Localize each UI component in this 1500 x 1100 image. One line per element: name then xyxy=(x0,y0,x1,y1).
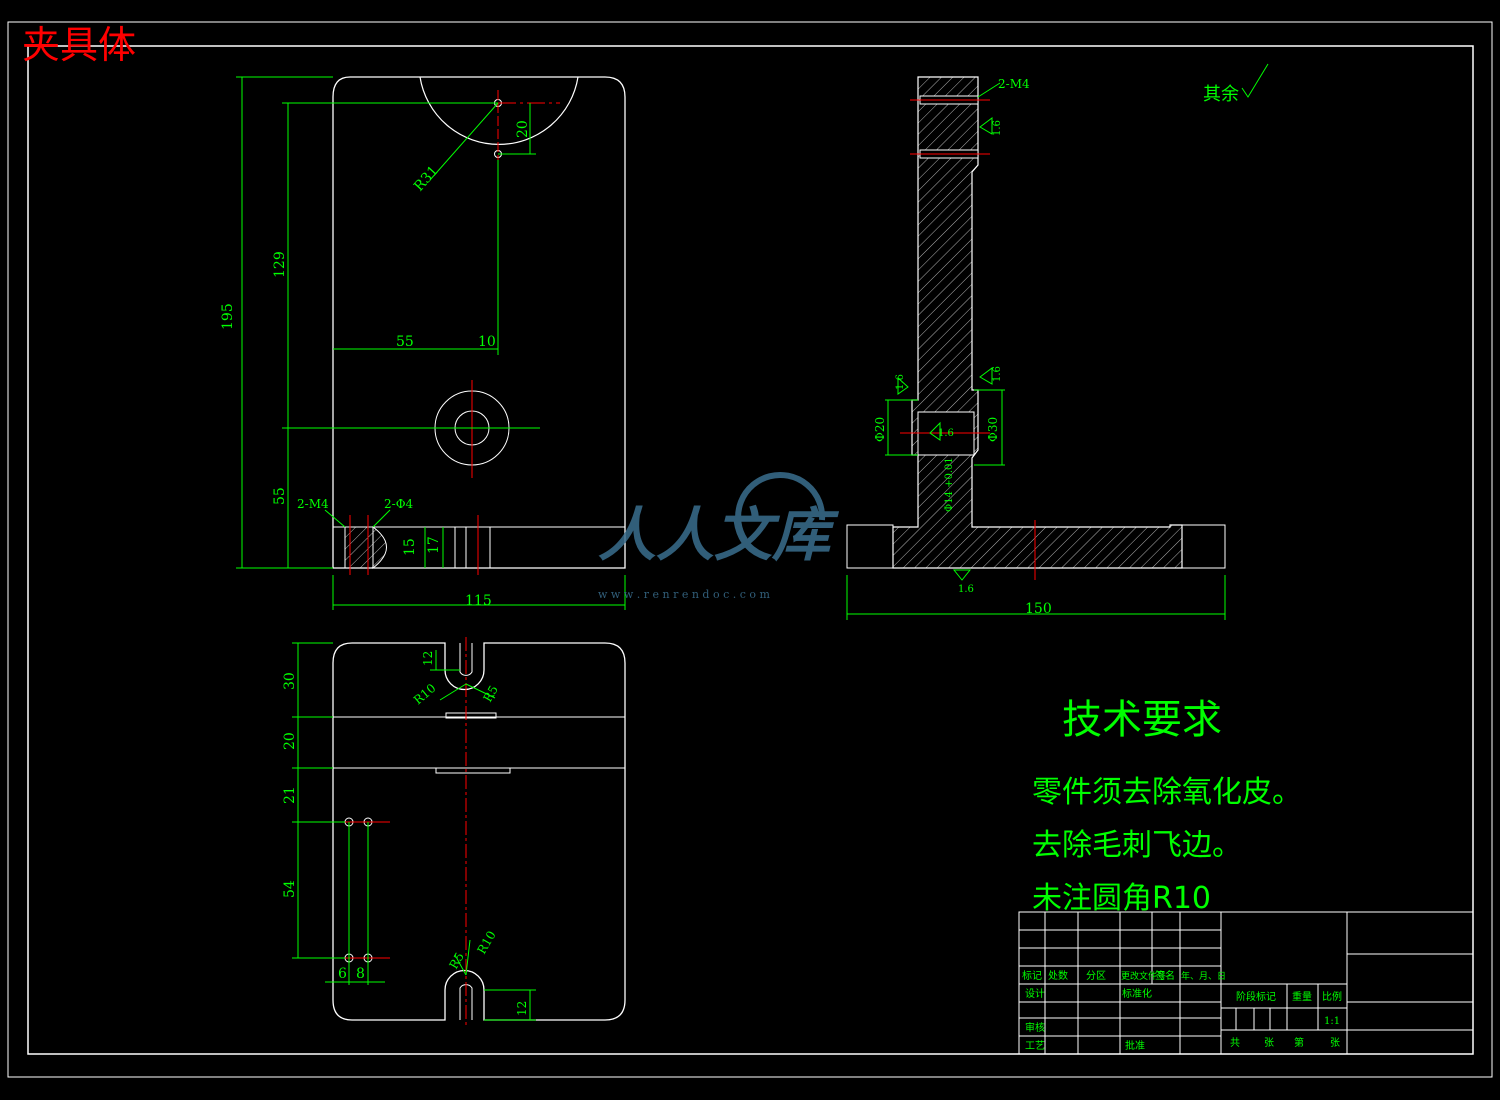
dim-150: 150 xyxy=(1025,601,1052,617)
dim-r10-bottom: R10 xyxy=(474,928,498,956)
front-outline xyxy=(332,76,626,569)
side-base-left xyxy=(846,524,894,569)
ra-3: 1.6 xyxy=(895,374,906,390)
dim-195: 195 xyxy=(220,303,236,330)
tech-requirements: 技术要求 零件须去除氧化皮。 去除毛刺飞边。 未注圆角R10 xyxy=(1032,697,1302,916)
dim-r5-bottom: R5 xyxy=(446,950,466,971)
dim-r10-top: R10 xyxy=(411,681,439,707)
tb-design: 设计 xyxy=(1025,987,1045,1000)
side-base-right xyxy=(1181,524,1226,569)
top-notch xyxy=(435,767,511,774)
tb-mark: 标记 xyxy=(1022,970,1042,982)
title-block xyxy=(1018,911,1474,1055)
dim-129: 129 xyxy=(272,251,288,278)
dim-2-phi4: 2-Φ4 xyxy=(384,497,414,511)
top-view: 30 20 21 54 12 12 R10 R5 R10 R5 6 8 xyxy=(282,637,626,1028)
ra-1: 1.6 xyxy=(992,120,1003,136)
tech-req-line-1: 零件须去除氧化皮。 xyxy=(1032,775,1302,810)
tb-sign: 签名 xyxy=(1155,969,1175,982)
tb-process: 工艺 xyxy=(1025,1040,1045,1052)
dim-phi14: Φ14 +0.01 xyxy=(944,457,955,512)
dim-115: 115 xyxy=(465,593,492,609)
dim-phi20: Φ20 xyxy=(873,417,887,442)
watermark-text: 人人文库 xyxy=(598,501,840,569)
tb-total: 共 xyxy=(1230,1037,1240,1049)
tb-scale-value: 1:1 xyxy=(1324,1016,1340,1027)
drawing-title: 夹具体 xyxy=(22,23,136,67)
dim-55-horizontal: 55 xyxy=(396,334,414,350)
base-hatch-arc xyxy=(372,526,387,570)
tech-req-line-3: 未注圆角R10 xyxy=(1032,881,1211,916)
tb-check: 审核 xyxy=(1025,1021,1045,1034)
ra-4: 1.6 xyxy=(938,428,954,439)
tech-req-line-2: 去除毛刺飞边。 xyxy=(1032,828,1242,863)
tb-change-doc: 更改文件号 xyxy=(1121,970,1166,982)
dim-20: 20 xyxy=(515,120,531,138)
top-notch xyxy=(445,712,497,719)
dim-r5-top: R5 xyxy=(480,683,500,704)
dim-r31: R31 xyxy=(411,163,442,195)
watermark-logo-ring xyxy=(735,471,826,542)
title-block-labels: 标记 处数 分区 更改文件号 签名 年、月、日 设计 标准化 审核 工艺 批准 … xyxy=(1022,969,1342,1052)
ra-2: 1.6 xyxy=(992,366,1003,382)
roughness-icon xyxy=(1241,63,1269,98)
inner-frame xyxy=(27,45,1474,1055)
tb-approve: 批准 xyxy=(1125,1039,1145,1052)
tb-zone: 分区 xyxy=(1086,970,1106,982)
watermark: 人人文库 w w w . r e n r e n d o c . c o m xyxy=(598,471,840,601)
dim-17: 17 xyxy=(426,536,442,554)
base-hatch-left xyxy=(344,526,374,569)
dim-6: 6 xyxy=(338,966,347,982)
dim-20-top: 20 xyxy=(282,732,298,750)
dim-12-top: 12 xyxy=(421,651,435,666)
tb-date: 年、月、日 xyxy=(1181,970,1226,982)
side-view: 2-M4 1.6 1.6 1.6 1.6 1.6 Φ20 Φ30 Φ14 +0.… xyxy=(846,63,1269,620)
tb-sheet: 张 xyxy=(1330,1037,1340,1049)
dim-15: 15 xyxy=(402,538,418,556)
tb-count: 处数 xyxy=(1048,969,1068,982)
tb-sheets: 张 xyxy=(1264,1037,1274,1049)
dim-54: 54 xyxy=(282,880,298,898)
tb-stage: 阶段标记 xyxy=(1236,990,1276,1003)
ra-5: 1.6 xyxy=(958,584,974,595)
front-view: 195 129 55 55 10 20 R31 2-M4 2-Φ4 15 17 … xyxy=(220,76,626,610)
dim-8: 8 xyxy=(356,966,365,982)
dim-2-m4: 2-M4 xyxy=(297,497,329,511)
dim-12-bottom: 12 xyxy=(515,1001,529,1016)
surface-note: 其余 xyxy=(1203,84,1239,105)
tech-req-title: 技术要求 xyxy=(1062,697,1222,743)
dim-side-2-m4: 2-M4 xyxy=(998,77,1030,91)
tb-weight: 重量 xyxy=(1292,990,1312,1003)
tb-scale: 比例 xyxy=(1322,990,1342,1003)
tb-page: 第 xyxy=(1294,1036,1304,1049)
outer-frame xyxy=(7,21,1493,1078)
dim-30: 30 xyxy=(282,672,298,690)
dim-21: 21 xyxy=(282,786,298,804)
watermark-url: w w w . r e n r e n d o c . c o m xyxy=(598,588,770,601)
slot-top-inner xyxy=(459,643,473,676)
top-outline xyxy=(332,642,626,1021)
r31-arc xyxy=(419,76,579,145)
dim-phi30: Φ30 xyxy=(986,417,1000,442)
dim-10: 10 xyxy=(478,334,496,350)
tb-standard: 标准化 xyxy=(1122,987,1152,1000)
dim-55-vertical: 55 xyxy=(272,487,288,505)
